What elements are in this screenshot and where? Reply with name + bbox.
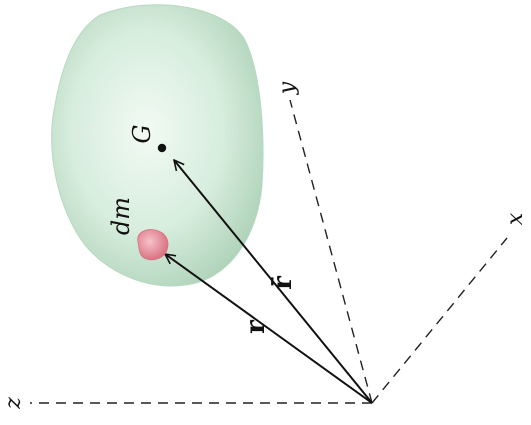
label-x-axis: x [503,212,528,225]
label-dm: dm [107,197,135,235]
position-vector-r [165,254,373,404]
rigid-body [51,4,264,287]
mass-element-dm [137,229,169,261]
label-rbar: r̄ [268,276,298,290]
label-z-axis: z [1,397,26,410]
center-of-mass-point [157,143,167,153]
coordinate-axes [30,99,508,404]
label-r: r [241,320,271,334]
x-axis [371,237,508,404]
label-y-axis: y [275,81,300,95]
position-vector-rbar [174,160,373,404]
y-axis [289,99,373,404]
label-G: G [128,124,156,143]
